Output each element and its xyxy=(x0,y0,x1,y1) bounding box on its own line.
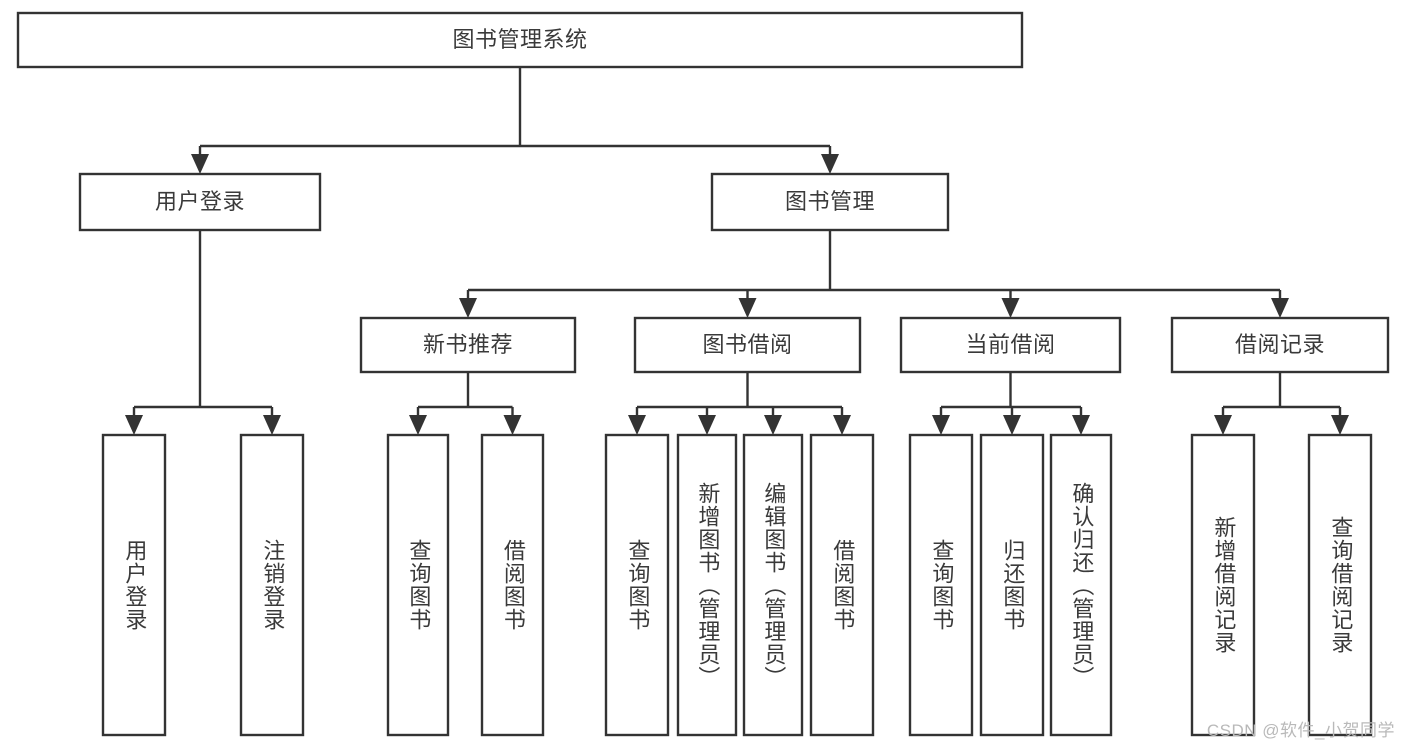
node-box-leaf-query-book-2[interactable] xyxy=(604,433,670,737)
node-box-new-book-rec[interactable] xyxy=(359,316,577,374)
arrow-head-e-bookborrow-addbook xyxy=(698,415,716,435)
arrow-head-e-borrowrecord-queryrec xyxy=(1331,415,1349,435)
node-box-leaf-query-book-3[interactable] xyxy=(908,433,974,737)
arrow-head-e-bookborrow-borrow2 xyxy=(833,415,851,435)
node-box-book-manage[interactable] xyxy=(710,172,950,232)
arrow-head-e-bookborrow-editbook xyxy=(764,415,782,435)
watermark-text: CSDN @软件_小贺同学 xyxy=(1206,721,1395,740)
arrow-head-e-bookmanage-newbookrec xyxy=(459,298,477,318)
node-box-leaf-query-book-1[interactable] xyxy=(386,433,450,737)
arrow-head-e-root-bookmanage xyxy=(821,154,839,174)
node-box-leaf-edit-book[interactable] xyxy=(742,433,804,737)
node-box-current-borrow[interactable] xyxy=(899,316,1122,374)
node-box-leaf-confirm-return[interactable] xyxy=(1049,433,1113,737)
node-box-leaf-borrow-book-1[interactable] xyxy=(480,433,545,737)
arrow-head-e-userlogin-leafuserlogin xyxy=(125,415,143,435)
node-box-borrow-record[interactable] xyxy=(1170,316,1390,374)
arrow-head-e-borrowrecord-addrec xyxy=(1214,415,1232,435)
node-box-book-borrow[interactable] xyxy=(633,316,862,374)
arrow-head-e-bookborrow-query2 xyxy=(628,415,646,435)
box-layer xyxy=(16,11,1390,737)
node-box-leaf-logout[interactable] xyxy=(239,433,305,737)
arrow-head-e-newbookrec-borrow1 xyxy=(503,415,522,435)
node-box-user-login[interactable] xyxy=(78,172,322,232)
arrow-head-e-root-userlogin xyxy=(191,154,209,174)
node-box-leaf-add-record[interactable] xyxy=(1190,433,1256,737)
arrow-head-e-bookmanage-borrowrecord xyxy=(1271,298,1289,318)
node-box-leaf-user-login[interactable] xyxy=(101,433,167,737)
arrow-head-e-bookmanage-currentborrow xyxy=(1001,298,1020,318)
arrow-head-e-currentborrow-confirm xyxy=(1072,415,1090,435)
node-box-leaf-borrow-book-2[interactable] xyxy=(809,433,875,737)
arrow-head-e-userlogin-leaflogout xyxy=(263,415,281,435)
arrow-head-e-currentborrow-return xyxy=(1003,415,1021,435)
edge-layer xyxy=(125,67,1349,435)
arrow-head-e-currentborrow-query3 xyxy=(932,415,950,435)
arrow-head-e-bookmanage-bookborrow xyxy=(738,298,757,318)
node-box-leaf-return-book[interactable] xyxy=(979,433,1045,737)
node-box-leaf-add-book[interactable] xyxy=(676,433,738,737)
arrow-head-e-newbookrec-query1 xyxy=(409,415,427,435)
node-box-root[interactable] xyxy=(16,11,1024,69)
node-box-leaf-query-record[interactable] xyxy=(1307,433,1373,737)
